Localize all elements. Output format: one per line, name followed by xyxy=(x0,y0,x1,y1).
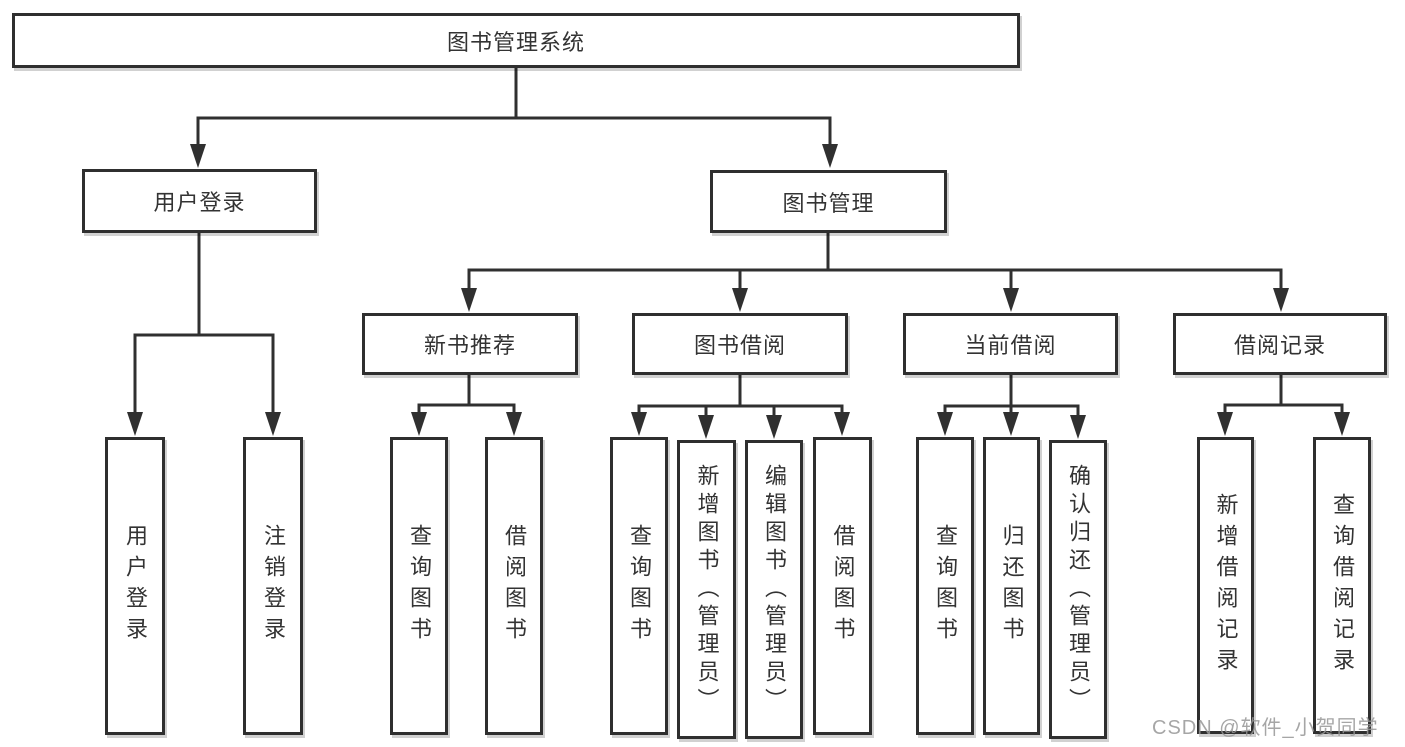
node-label: 归还图书 xyxy=(999,524,1025,648)
node-label: 当前借阅 xyxy=(964,333,1057,358)
node-book-management: 图书管理 xyxy=(710,170,947,233)
leaf-edit-book-admin: 编辑图书（管理员） xyxy=(745,440,803,739)
node-label: 注销登录 xyxy=(261,524,286,648)
node-label: 确认归还（管理员） xyxy=(1066,463,1091,716)
leaf-borrow-books-2: 借阅图书 xyxy=(813,437,872,735)
node-label: 查询图书 xyxy=(933,524,958,648)
node-label: 借阅图书 xyxy=(502,524,527,648)
node-label: 借阅图书 xyxy=(830,524,856,648)
node-borrowing-records: 借阅记录 xyxy=(1173,313,1387,375)
node-label: 借阅记录 xyxy=(1233,333,1326,358)
node-label: 新增借阅记录 xyxy=(1213,492,1239,679)
node-user-login: 用户登录 xyxy=(82,169,317,233)
leaf-query-books-2: 查询图书 xyxy=(610,437,668,735)
node-label: 查询图书 xyxy=(407,524,432,648)
node-label: 图书管理 xyxy=(782,190,875,216)
node-label: 查询借阅记录 xyxy=(1330,492,1355,679)
leaf-logout: 注销登录 xyxy=(243,437,303,735)
node-label: 查询图书 xyxy=(627,524,652,648)
node-new-book-recommend: 新书推荐 xyxy=(362,313,578,375)
leaf-return-book: 归还图书 xyxy=(983,437,1040,735)
leaf-add-book-admin: 新增图书（管理员） xyxy=(677,440,736,739)
leaf-query-books-1: 查询图书 xyxy=(390,437,448,735)
node-label: 图书管理系统 xyxy=(446,29,585,55)
node-label: 编辑图书（管理员） xyxy=(762,463,787,716)
node-book-borrowing: 图书借阅 xyxy=(632,313,848,375)
watermark: CSDN @软件_小贺同学 xyxy=(1152,717,1379,739)
node-label: 用户登录 xyxy=(123,524,148,648)
node-label: 用户登录 xyxy=(153,190,246,215)
node-label: 新书推荐 xyxy=(423,333,516,358)
leaf-query-borrow-record: 查询借阅记录 xyxy=(1313,437,1371,734)
leaf-borrow-books-1: 借阅图书 xyxy=(485,437,543,735)
node-label: 图书借阅 xyxy=(693,333,786,358)
leaf-add-borrow-record: 新增借阅记录 xyxy=(1197,437,1254,734)
leaf-query-books-3: 查询图书 xyxy=(916,437,974,735)
leaf-user-login: 用户登录 xyxy=(105,437,165,735)
leaf-confirm-return-admin: 确认归还（管理员） xyxy=(1049,440,1107,739)
node-label: 新增图书（管理员） xyxy=(694,463,720,716)
node-current-borrowing: 当前借阅 xyxy=(903,313,1118,375)
node-library-management-system: 图书管理系统 xyxy=(12,13,1020,68)
